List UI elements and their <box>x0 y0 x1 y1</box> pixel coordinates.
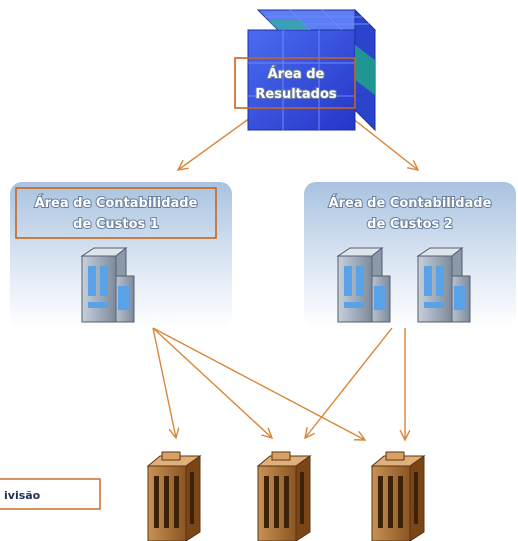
cost-area-2-label-line-2: de Custos 2 <box>367 217 453 232</box>
arrows <box>152 117 418 440</box>
arrow-area-1-to-division-3 <box>152 327 365 440</box>
cost-area-2-label-line-1: Área de Contabilidade <box>329 195 492 211</box>
arrow-cube-to-area-1 <box>178 117 251 170</box>
office-building-icon <box>80 246 135 323</box>
arrow-area-1-to-division-2 <box>152 327 272 438</box>
cost-area-1-label-line-1: Área de Contabilidade <box>35 195 198 211</box>
arrow-area-2-to-division-2 <box>305 327 393 438</box>
division-legend-box <box>0 478 101 510</box>
division-building-icon <box>256 451 312 541</box>
office-building-icon <box>416 246 471 323</box>
division-building-icon <box>146 451 202 541</box>
arrow-area-1-to-division-1 <box>152 327 176 438</box>
division-legend-label: ivisão <box>4 489 41 502</box>
cost-area-1-frame <box>15 187 217 239</box>
arrow-cube-to-area-2 <box>351 117 418 170</box>
division-building-icon <box>370 451 426 541</box>
results-area-label-line-2: Resultados <box>255 87 336 102</box>
cost-area-1-label-line-2: de Custos 1 <box>73 217 159 232</box>
results-area-frame <box>234 57 356 109</box>
office-building-icon <box>336 246 391 323</box>
cube-icon <box>247 8 377 132</box>
results-area-label-line-1: Área de <box>268 66 325 82</box>
